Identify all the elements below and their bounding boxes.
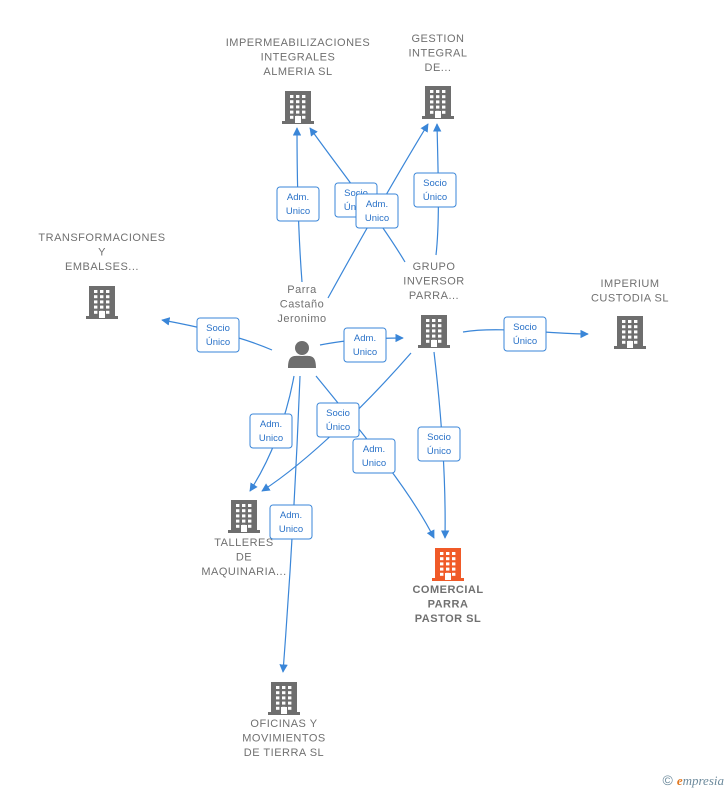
relationship-label-line: Adm. (260, 419, 282, 430)
relationship-label-line: Socio (206, 323, 230, 334)
company-node[interactable]: OFICINAS Y MOVIMIENTOS DE TIERRA SL (242, 682, 326, 759)
relationship-label-line: Adm. (366, 199, 388, 210)
building-icon (86, 286, 118, 319)
building-icon (432, 548, 464, 581)
relationship-label-line: Unico (353, 347, 377, 358)
node-label-line: DE (236, 552, 252, 564)
node-label-line: IMPERIUM (601, 278, 660, 290)
relationship-label-line: Socio (513, 322, 537, 333)
node-label-line: GRUPO (413, 261, 456, 273)
relationship-label[interactable]: Adm. Unico (352, 438, 396, 474)
relationship-label[interactable]: Adm. Unico (343, 327, 387, 363)
building-icon (614, 316, 646, 349)
node-label-line: COMERCIAL (412, 584, 483, 596)
node-label-line: INVERSOR (403, 276, 464, 288)
company-node[interactable]: COMERCIAL PARRA PASTOR SL (412, 548, 483, 625)
node-label-line: MAQUINARIA... (201, 566, 286, 578)
node-label-line: CUSTODIA SL (591, 293, 669, 305)
relationship-label-line: Único (513, 336, 537, 347)
relationship-label-line: Único (427, 446, 451, 457)
brand-watermark: ©empresia (662, 772, 724, 789)
relationship-label-line: Único (326, 422, 350, 433)
company-node[interactable]: GRUPO INVERSOR PARRA... (403, 261, 464, 348)
relationship-label[interactable]: Adm. Unico (249, 413, 293, 449)
node-label-line: GESTION (411, 33, 464, 45)
relationship-label-line: Adm. (354, 333, 376, 344)
relationship-label[interactable]: Adm. Unico (355, 193, 399, 229)
relationship-label-line: Adm. (287, 192, 309, 203)
relationship-label-line: Único (423, 192, 447, 203)
company-node[interactable]: TALLERES DE MAQUINARIA... (201, 500, 286, 578)
relationship-label-line: Unico (365, 213, 389, 224)
node-label-line: EMBALSES... (65, 261, 139, 273)
node-label-line: IMPERMEABILIZACIONES (226, 37, 370, 49)
building-icon (268, 682, 300, 715)
copyright-icon: © (662, 772, 673, 788)
person-icon (288, 341, 316, 368)
company-node[interactable]: IMPERMEABILIZACIONES INTEGRALES ALMERIA SL (226, 37, 370, 124)
building-icon (418, 315, 450, 348)
brand-initial: e (676, 773, 683, 788)
building-icon (422, 86, 454, 119)
node-label-line: Jeronimo (277, 313, 326, 325)
node-label-line: PASTOR SL (415, 613, 481, 625)
relationship-label-line: Socio (344, 188, 368, 199)
node-label-line: DE TIERRA SL (244, 747, 324, 759)
relationship-label-line: Unico (259, 433, 283, 444)
node-label-line: INTEGRALES (261, 52, 336, 64)
relationship-label-line: Unico (279, 524, 303, 535)
node-label-line: TRANSFORMACIONES (38, 232, 165, 244)
node-label-line: TALLERES (214, 537, 273, 549)
building-icon (228, 500, 260, 533)
company-node[interactable]: IMPERIUM CUSTODIA SL (591, 278, 669, 349)
node-label-line: Castaño (280, 299, 324, 311)
relationship-label-line: Unico (362, 458, 386, 469)
node-label-line: INTEGRAL (408, 48, 467, 60)
company-node[interactable]: TRANSFORMACIONES Y EMBALSES... (38, 232, 165, 319)
node-label-line: PARRA... (409, 290, 459, 302)
relationship-label[interactable]: Adm. Unico (269, 504, 313, 540)
building-icon (282, 91, 314, 124)
relationship-label-line: Socio (427, 432, 451, 443)
relationship-label-line: Adm. (363, 444, 385, 455)
node-label-line: Y (98, 247, 106, 259)
relationship-label[interactable]: Adm. Unico (276, 186, 320, 222)
node-label-line: OFICINAS Y (250, 718, 317, 730)
brand-name: mpresia (682, 773, 724, 788)
relationship-label-line: Socio (326, 408, 350, 419)
node-label-line: Parra (287, 284, 317, 296)
nodes-layer: IMPERMEABILIZACIONES INTEGRALES ALMERIA SL… (38, 33, 669, 759)
node-label-line: PARRA (428, 599, 469, 611)
node-label-line: MOVIMIENTOS (242, 733, 326, 745)
relationship-label-line: Unico (286, 206, 310, 217)
relationship-label-line: Único (206, 337, 230, 348)
relationship-label-line: Adm. (280, 510, 302, 521)
node-label-line: ALMERIA SL (263, 66, 332, 78)
relationship-label-line: Socio (423, 178, 447, 189)
company-node[interactable]: GESTION INTEGRAL DE... (408, 33, 467, 119)
node-label-line: DE... (425, 62, 452, 74)
edge-labels-layer: Adm.UnicoSocioÚnicoAdm.UnicoSocioÚnicoSo… (196, 172, 547, 540)
